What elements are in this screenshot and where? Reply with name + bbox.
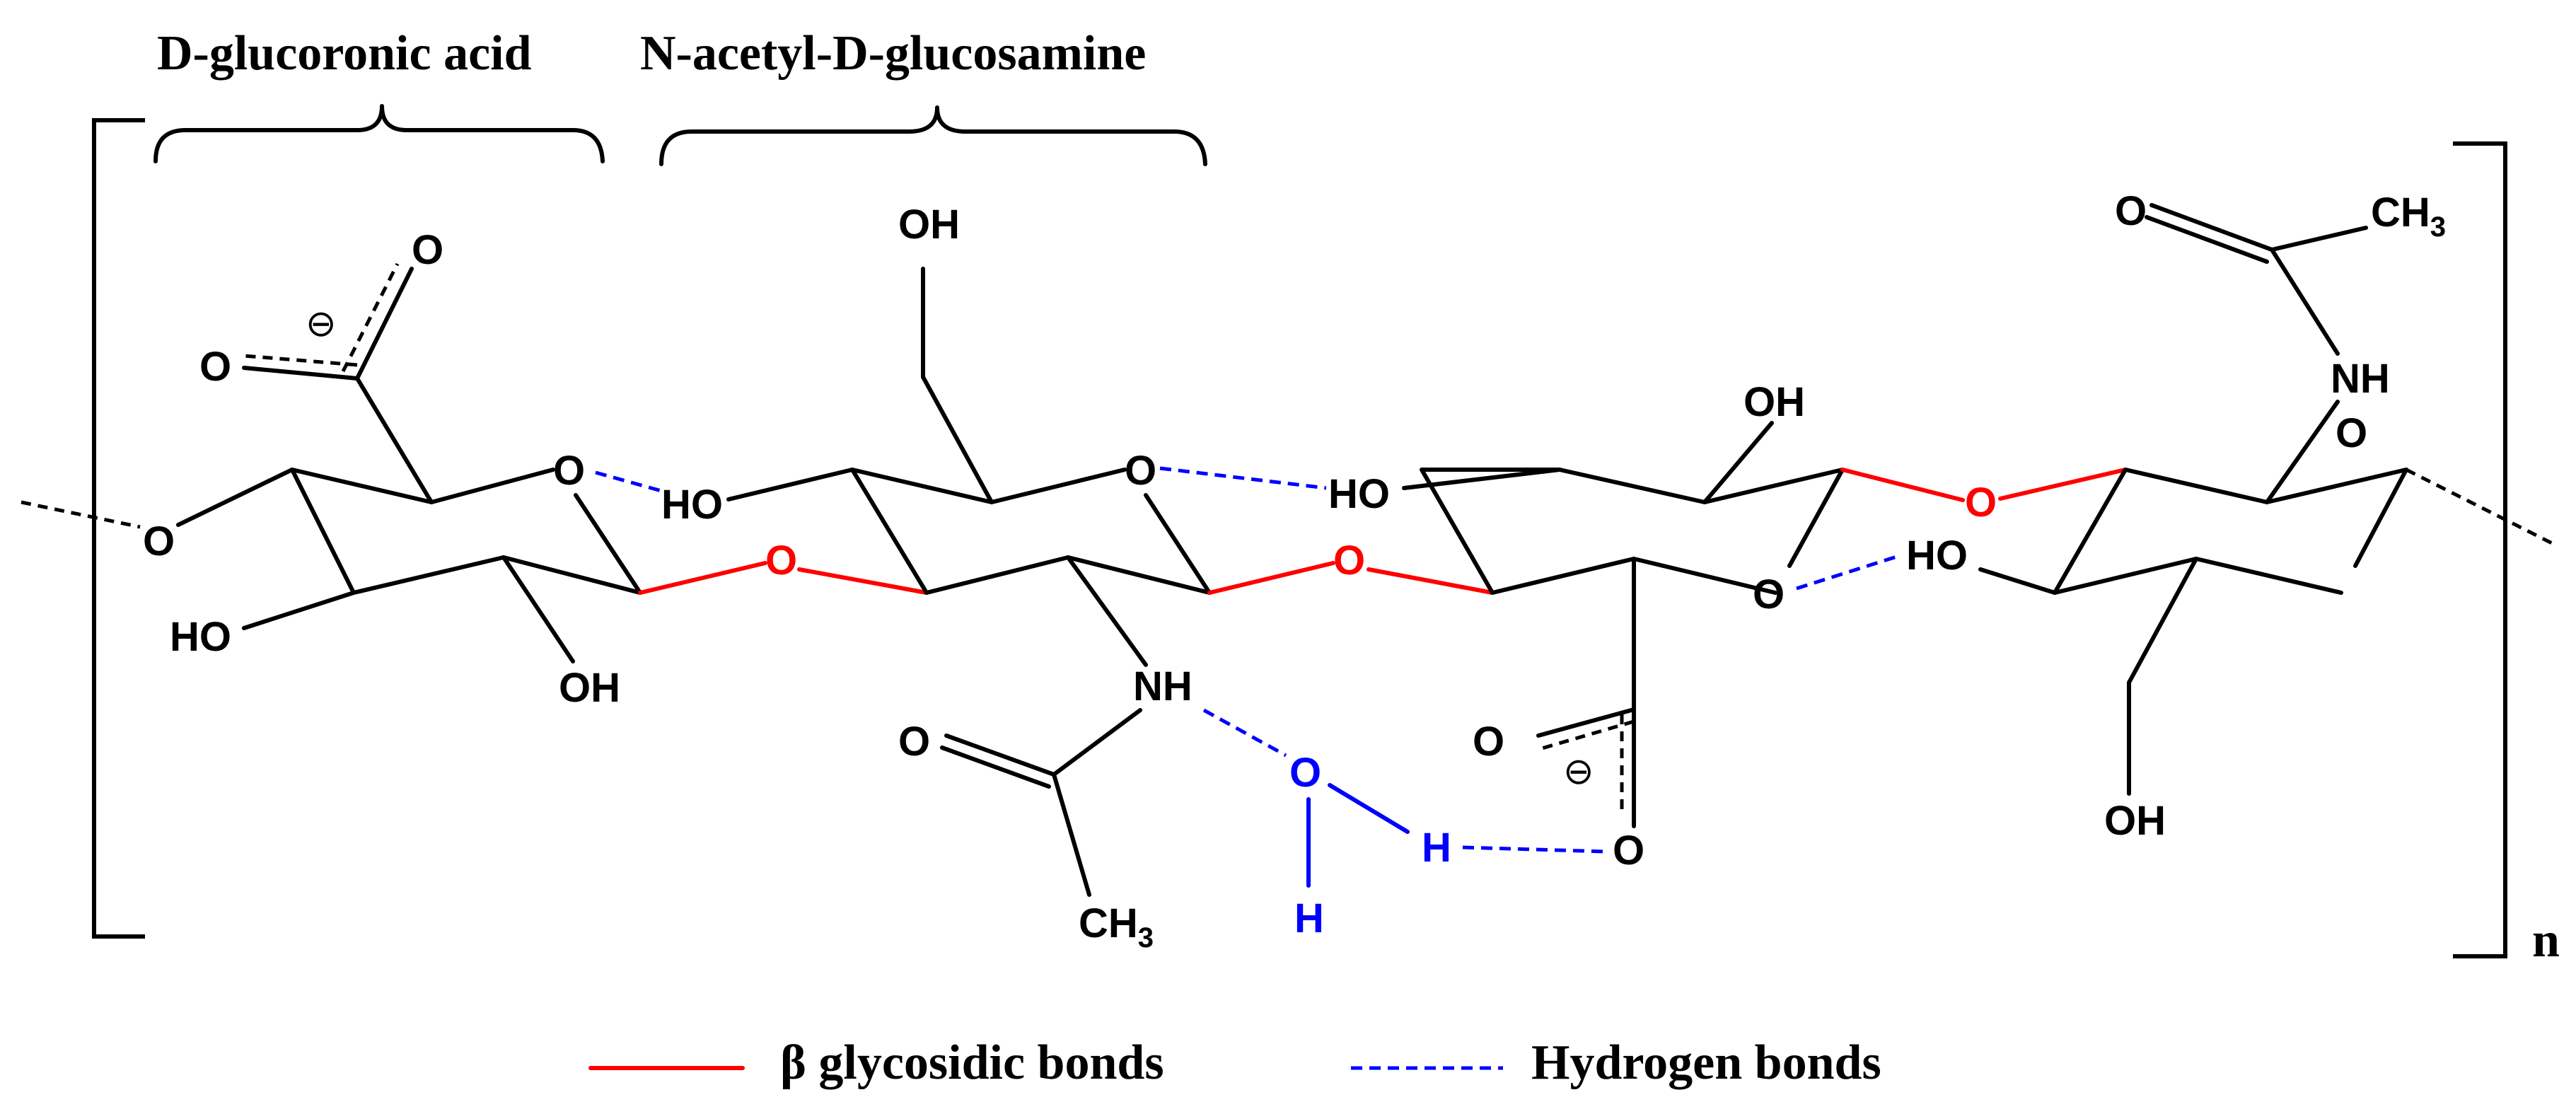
- bracket-left: [92, 118, 145, 939]
- n-bond: [1066, 555, 1148, 667]
- atom-oh-ring1: OH: [559, 665, 620, 711]
- heading-d-glucuronic-acid: D-glucoronic acid: [157, 26, 532, 81]
- legend-hydrogen-label: Hydrogen bonds: [1531, 1036, 1881, 1090]
- atom-ch3-ring2: CH3: [1079, 900, 1154, 953]
- ring-glucuronic-left: [290, 468, 642, 595]
- atom-o-ring2: O: [1125, 448, 1156, 494]
- ho-bond-ring2: [726, 468, 854, 501]
- atom-ho-ring3: HO: [1328, 471, 1390, 517]
- atom-nh-ring2: NH: [1133, 663, 1193, 709]
- atom-ho-ring2: HO: [661, 482, 723, 528]
- carboxyl-bond: [355, 376, 434, 504]
- glycosidic-bond-1a: [638, 561, 767, 595]
- repeat-count-label: n: [2532, 913, 2560, 968]
- glycosidic-bond-2b: [1367, 567, 1495, 595]
- atom-oh-ring3: OH: [1744, 379, 1805, 425]
- atom-o-water: O: [1289, 750, 1321, 796]
- atom-ch3-ring4: CH3: [2371, 190, 2446, 243]
- charge-minus-1: ⊖: [306, 303, 337, 345]
- atom-o-glycosidic-1: O: [765, 538, 797, 584]
- hbond-ring3-ring4: [1796, 553, 1902, 591]
- hbond-ring1-ring2: [595, 470, 662, 493]
- atom-o-ring4: O: [2336, 410, 2367, 456]
- ring-glucuronic-2: [1420, 468, 1562, 595]
- glycosidic-bond-1b: [797, 567, 929, 595]
- glycosidic-bond-3b: [1998, 468, 2128, 501]
- hbond-ring2-ring3: [1159, 466, 1327, 490]
- atom-o-acetyl-ring4: O: [2115, 188, 2147, 234]
- ho-bond-ring3: [1402, 468, 1562, 490]
- atom-o-ring1: O: [553, 448, 585, 494]
- atom-oh-ch2oh-ring2: OH: [898, 202, 960, 248]
- atom-o-left-link: O: [143, 518, 175, 564]
- atom-nh-ring4: NH: [2331, 356, 2390, 402]
- acetyl-bond-ring4: [2270, 248, 2340, 356]
- glycosidic-bond-2a: [1207, 561, 1335, 595]
- ho-bond-ring1: [242, 591, 356, 630]
- bracket-right: [2453, 141, 2507, 958]
- hbond-water-carboxylate: [1462, 845, 1608, 854]
- atom-ho-ring1: HO: [170, 614, 231, 660]
- ch2-bond: [921, 375, 994, 504]
- atom-o-carboxylate: O: [199, 344, 231, 390]
- heading-n-acetyl-d-glucosamine: N-acetyl-D-glucosamine: [640, 26, 1146, 81]
- legend-glycosidic-label: β glycosidic bonds: [780, 1036, 1164, 1090]
- atom-o-ring3: O: [1753, 572, 1785, 617]
- oh-bond-ring1: [501, 555, 575, 663]
- atom-h-water-2: H: [1294, 895, 1324, 941]
- chain-end-left: [21, 500, 141, 529]
- atom-h-water-1: H: [1422, 825, 1451, 871]
- atom-oh-ch2oh-ring4: OH: [2104, 798, 2166, 844]
- hbond-nh-water: [1202, 708, 1287, 758]
- atom-o-carbonyl: O: [412, 227, 443, 273]
- atom-o-acetyl-ring2: O: [898, 719, 930, 765]
- c1-o-bond-left: [176, 468, 294, 527]
- ch2-bond-ring4: [2127, 557, 2198, 685]
- brace-glucosamine: [659, 105, 1207, 166]
- brace-glucuronic: [153, 104, 605, 163]
- atom-o-carbonyl-ring3: O: [1473, 719, 1504, 765]
- acetyl-bond: [1052, 708, 1142, 777]
- oh-bond-ring3: [1702, 421, 1774, 504]
- atom-o-glycosidic-2: O: [1333, 538, 1365, 584]
- atom-ho-ring4: HO: [1906, 533, 1968, 579]
- n-bond-ring4: [2265, 400, 2340, 504]
- charge-minus-2: ⊖: [1563, 750, 1594, 793]
- water-oh-bond-1: [1328, 783, 1410, 834]
- atom-o-carboxylate-ring3: O: [1613, 828, 1644, 874]
- ho-bond-ring4: [1978, 567, 2057, 595]
- chain-end-right: [2405, 468, 2556, 547]
- atom-o-glycosidic-3: O: [1965, 480, 1997, 526]
- glycosidic-bond-3a: [1840, 468, 1965, 502]
- ring-glucosamine-2: [2053, 468, 2343, 595]
